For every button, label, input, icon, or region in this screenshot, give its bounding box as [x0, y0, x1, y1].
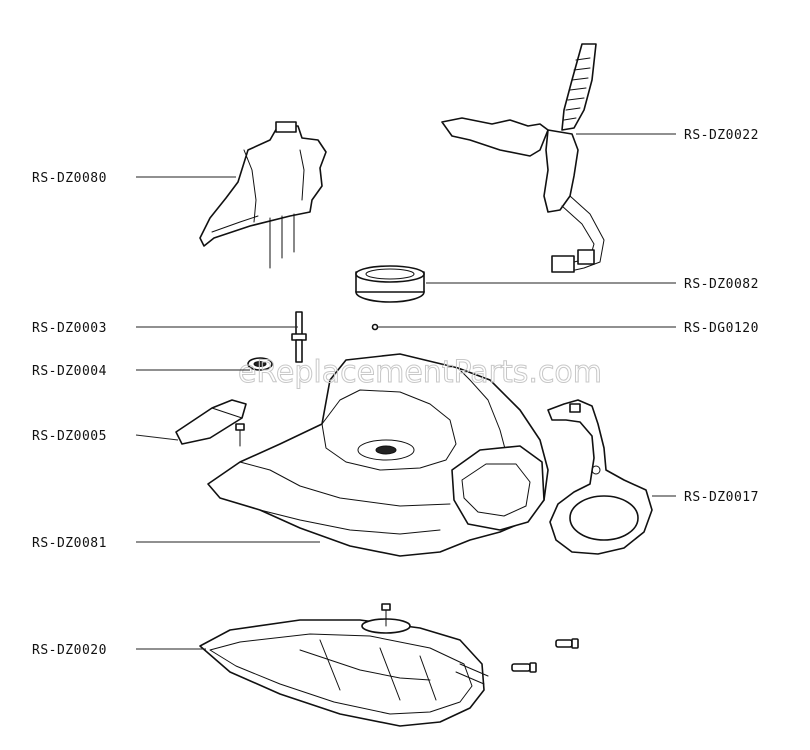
part-cord-valve-assembly: [441, 43, 605, 273]
part-housing: [207, 353, 549, 557]
leader-RS-DZ0005: [135, 434, 179, 441]
part-knob: [355, 265, 425, 303]
label-RS-DZ0020: RS-DZ0020: [32, 643, 107, 658]
part-handle-cover: [199, 121, 327, 269]
label-RS-DZ0017: RS-DZ0017: [684, 490, 759, 505]
label-RS-DZ0004: RS-DZ0004: [32, 364, 107, 379]
callout-labels: RS-DZ0080 RS-DZ0003 RS-DZ0004 RS-DZ0005 …: [32, 128, 759, 658]
part-screws: [511, 638, 579, 673]
part-valve-stem: [291, 311, 307, 363]
leader-lines: [135, 133, 676, 650]
part-rear-ring: [547, 399, 653, 555]
label-RS-DZ0005: RS-DZ0005: [32, 429, 107, 444]
part-fill-door: [175, 399, 247, 447]
label-RS-DZ0082: RS-DZ0082: [684, 277, 759, 292]
part-small-pin: [371, 323, 379, 331]
watermark-text: eReplacementParts.com: [238, 355, 602, 390]
label-RS-DG0120: RS-DG0120: [684, 321, 759, 336]
label-RS-DZ0003: RS-DZ0003: [32, 321, 107, 336]
part-soleplate: [199, 603, 489, 727]
label-RS-DZ0080: RS-DZ0080: [32, 171, 107, 186]
label-RS-DZ0022: RS-DZ0022: [684, 128, 759, 143]
part-o-ring: [247, 357, 273, 371]
label-RS-DZ0081: RS-DZ0081: [32, 536, 107, 551]
